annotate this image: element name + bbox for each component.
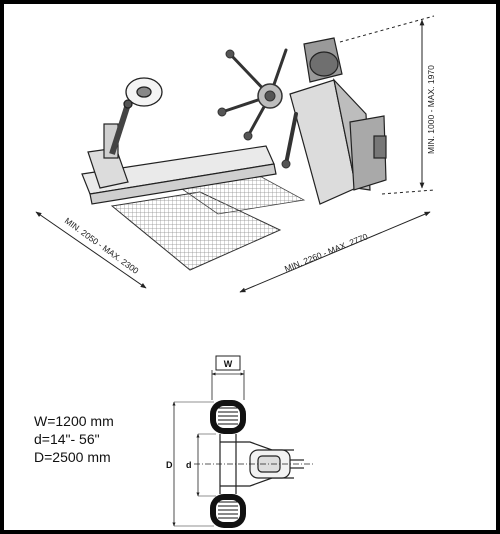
height-dimension: MIN. 1000 - MAX. 1970 [426, 65, 436, 154]
length-dimension: MIN. 2260 - MAX. 2770 [283, 231, 369, 274]
wheel-spec-list: W=1200 mm d=14"- 56" D=2500 mm [34, 412, 114, 466]
machine-drawing: MIN. 2050 - MAX. 2300 MIN. 2260 - MAX. 2… [35, 15, 436, 293]
tire-top [210, 400, 246, 434]
spec-inner-diameter: d=14"- 56" [34, 431, 100, 447]
wheel-hub [194, 434, 314, 494]
spec-outer-diameter: D=2500 mm [34, 449, 111, 465]
spec-width: W=1200 mm [34, 413, 114, 429]
clamping-head [217, 48, 298, 169]
diagram-frame: MIN. 2050 - MAX. 2300 MIN. 2260 - MAX. 2… [4, 4, 496, 530]
tire-bottom [210, 494, 246, 528]
wheel-diagram: W D d [166, 355, 314, 528]
inner-diameter-label: d [186, 460, 192, 470]
left-arm [109, 77, 163, 155]
dimension-lines [35, 15, 435, 293]
depth-dimension: MIN. 2050 - MAX. 2300 [63, 216, 141, 276]
wheel-width-label: W [224, 359, 233, 369]
right-column [289, 37, 387, 205]
outer-diameter-label: D [166, 460, 173, 470]
